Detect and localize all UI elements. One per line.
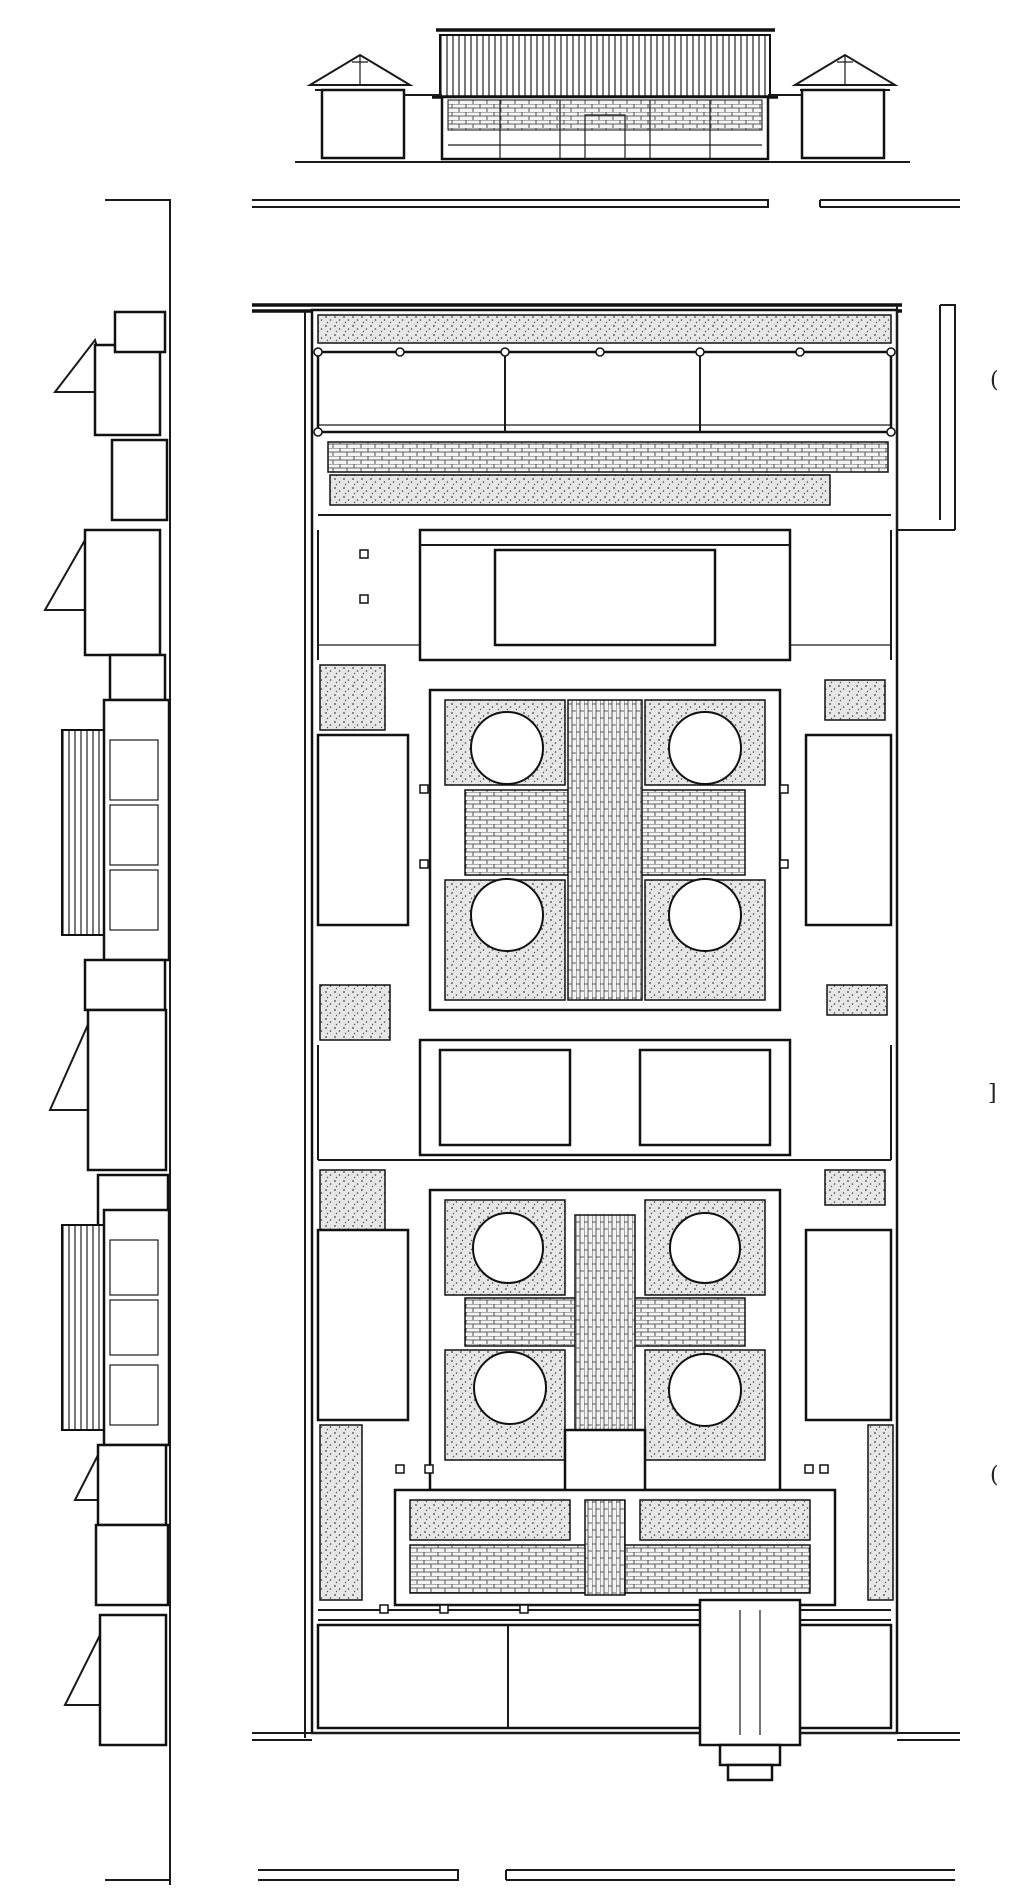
margin-mark-middle: ] <box>988 1081 997 1106</box>
side-elevation <box>43 199 171 1885</box>
margin-mark-lower: ( <box>990 1463 999 1488</box>
north-boundary <box>252 199 960 208</box>
margin-mark-upper: ( <box>990 368 999 393</box>
column-markers <box>313 347 896 1614</box>
front-elevation <box>295 28 910 163</box>
south-boundary <box>258 1869 955 1881</box>
ground-plan <box>252 303 960 1782</box>
